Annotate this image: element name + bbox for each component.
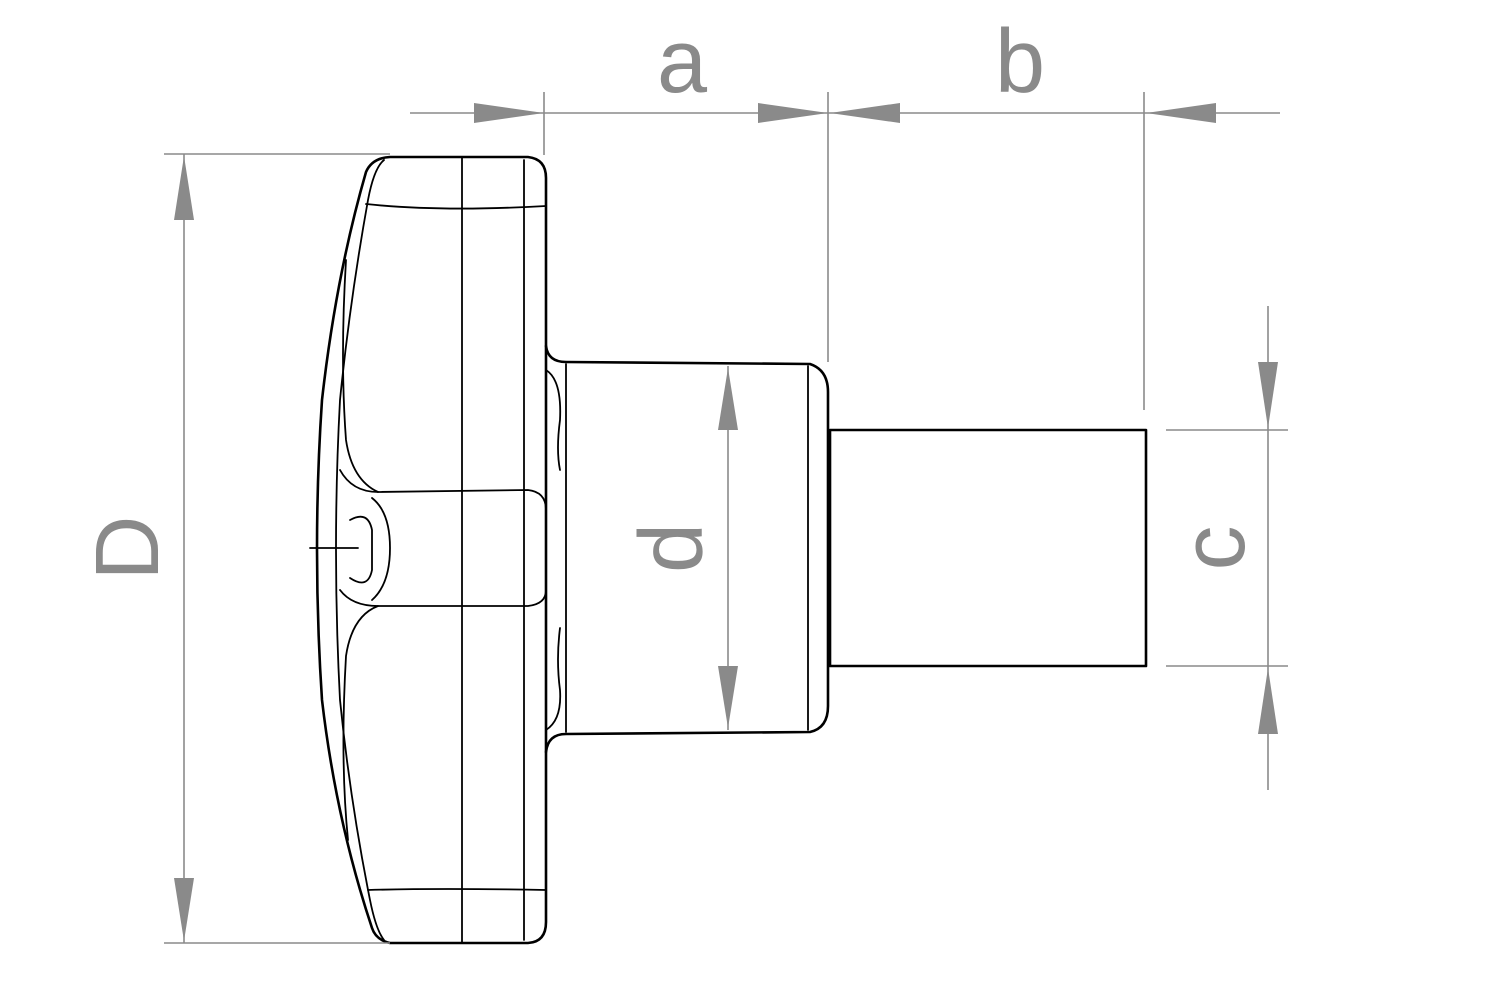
arrow-D-top	[174, 156, 194, 220]
knob-lobe-curve-lower	[342, 605, 379, 841]
dimension-c: c	[1164, 306, 1278, 790]
arrow-c-top	[1258, 362, 1278, 428]
arrow-D-bottom	[174, 878, 194, 941]
hub-outline	[544, 344, 830, 754]
knob-head-inner-contour	[335, 159, 385, 941]
knob-groove-notch	[349, 515, 373, 584]
label-a: a	[657, 12, 708, 112]
knob-lobe-curve-upper	[342, 259, 379, 493]
knob-groove-notch-inner	[371, 497, 391, 601]
dimension-d: d	[622, 366, 738, 730]
knob-groove-lower	[339, 589, 547, 607]
dimension-b: b	[828, 12, 1280, 123]
arrow-b-left	[830, 103, 900, 123]
label-D: D	[78, 516, 178, 581]
extension-lines	[164, 92, 1288, 944]
arrow-d-bottom	[718, 666, 738, 728]
label-b: b	[995, 12, 1045, 112]
threaded-stud	[828, 428, 1148, 668]
arrow-a-right	[758, 103, 828, 123]
knob-head	[309, 155, 548, 945]
stud-outline	[828, 428, 1148, 668]
arrow-a-left	[474, 103, 544, 123]
dimension-a: a	[410, 12, 828, 123]
label-d: d	[622, 523, 722, 573]
arrow-b-right	[1146, 103, 1216, 123]
dimension-D: D	[78, 154, 194, 943]
knob-top-lobe-band	[365, 203, 547, 210]
label-c: c	[1164, 526, 1264, 571]
arrow-d-top	[718, 368, 738, 430]
knob-groove-upper	[339, 469, 547, 511]
hub-fillet-lower	[545, 627, 562, 731]
arrow-c-bottom	[1258, 668, 1278, 734]
knob-bottom-lobe-band	[367, 888, 547, 891]
hub	[544, 344, 830, 754]
hub-fillet-upper	[545, 369, 562, 471]
knob-head-outline	[315, 155, 548, 945]
